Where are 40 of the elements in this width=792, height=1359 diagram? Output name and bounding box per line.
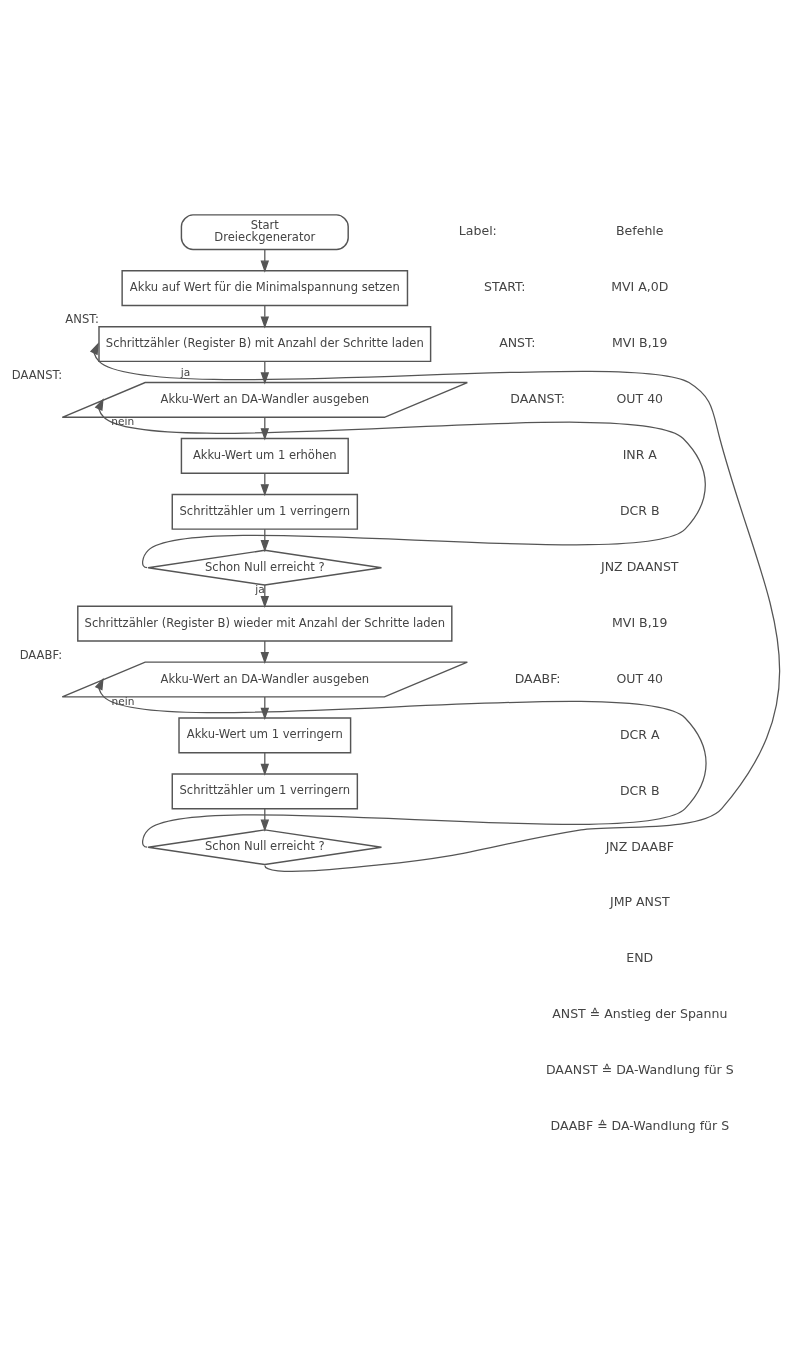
node-box: Akku-Wert um 1 verringern: [178, 717, 352, 754]
label: MVI B,19: [612, 614, 668, 630]
label: MVI A,0D: [611, 279, 669, 295]
label: JNZ DAABF: [605, 838, 674, 854]
node-box: Schrittzähler um 1 verringern: [171, 493, 359, 530]
arrow: [94, 398, 706, 569]
node-box: Akku auf Wert für die Minimalspannung setzen: [121, 270, 409, 307]
label: JNZ DAANST: [601, 558, 679, 574]
node-diamond: Schon Null erreicht ?: [147, 829, 383, 866]
label: DAABF:: [514, 670, 561, 686]
label: DCR B: [619, 782, 660, 798]
label: Label:: [458, 223, 497, 239]
node-label: ANST:: [65, 312, 99, 327]
label: ANST ≙ Anstieg der Spannu: [552, 1006, 728, 1022]
label: Befehle: [616, 223, 664, 239]
label: OUT 40: [616, 670, 664, 686]
node-diamond: Schon Null erreicht ?: [147, 549, 383, 586]
node-label: DAABF:: [19, 647, 63, 662]
label: START:: [484, 279, 526, 295]
node-box: Schrittzähler (Register B) mit Anzahl der Schritte laden: [98, 325, 432, 363]
label: OUT 40: [616, 391, 664, 407]
edge-label: ja: [180, 365, 191, 378]
label: DAANST:: [510, 391, 565, 407]
label: DAANST ≙ DA-Wandlung für S: [545, 1062, 734, 1078]
label: MVI B,19: [612, 335, 668, 351]
arrow: [89, 342, 781, 872]
label: DCR A: [619, 726, 660, 742]
node-label: DAANST:: [11, 368, 63, 383]
label: DAABF ≙ DA-Wandlung für S: [550, 1118, 730, 1134]
label: ANST:: [499, 335, 536, 351]
node-box: Start Dreieckgenerator: [180, 214, 349, 251]
label: JMP ANST: [610, 894, 670, 910]
node-box: Akku-Wert um 1 erhöhen: [180, 437, 349, 474]
edge-label: nein: [111, 415, 135, 428]
label: DCR B: [619, 503, 660, 519]
arrow: [94, 677, 707, 848]
node-box: Schrittzähler (Register B) wieder mit Anzahl der Schritte laden: [77, 605, 453, 642]
label: END: [626, 950, 654, 966]
node-box: Schrittzähler um 1 verringern: [171, 773, 359, 810]
label: INR A: [622, 447, 657, 463]
